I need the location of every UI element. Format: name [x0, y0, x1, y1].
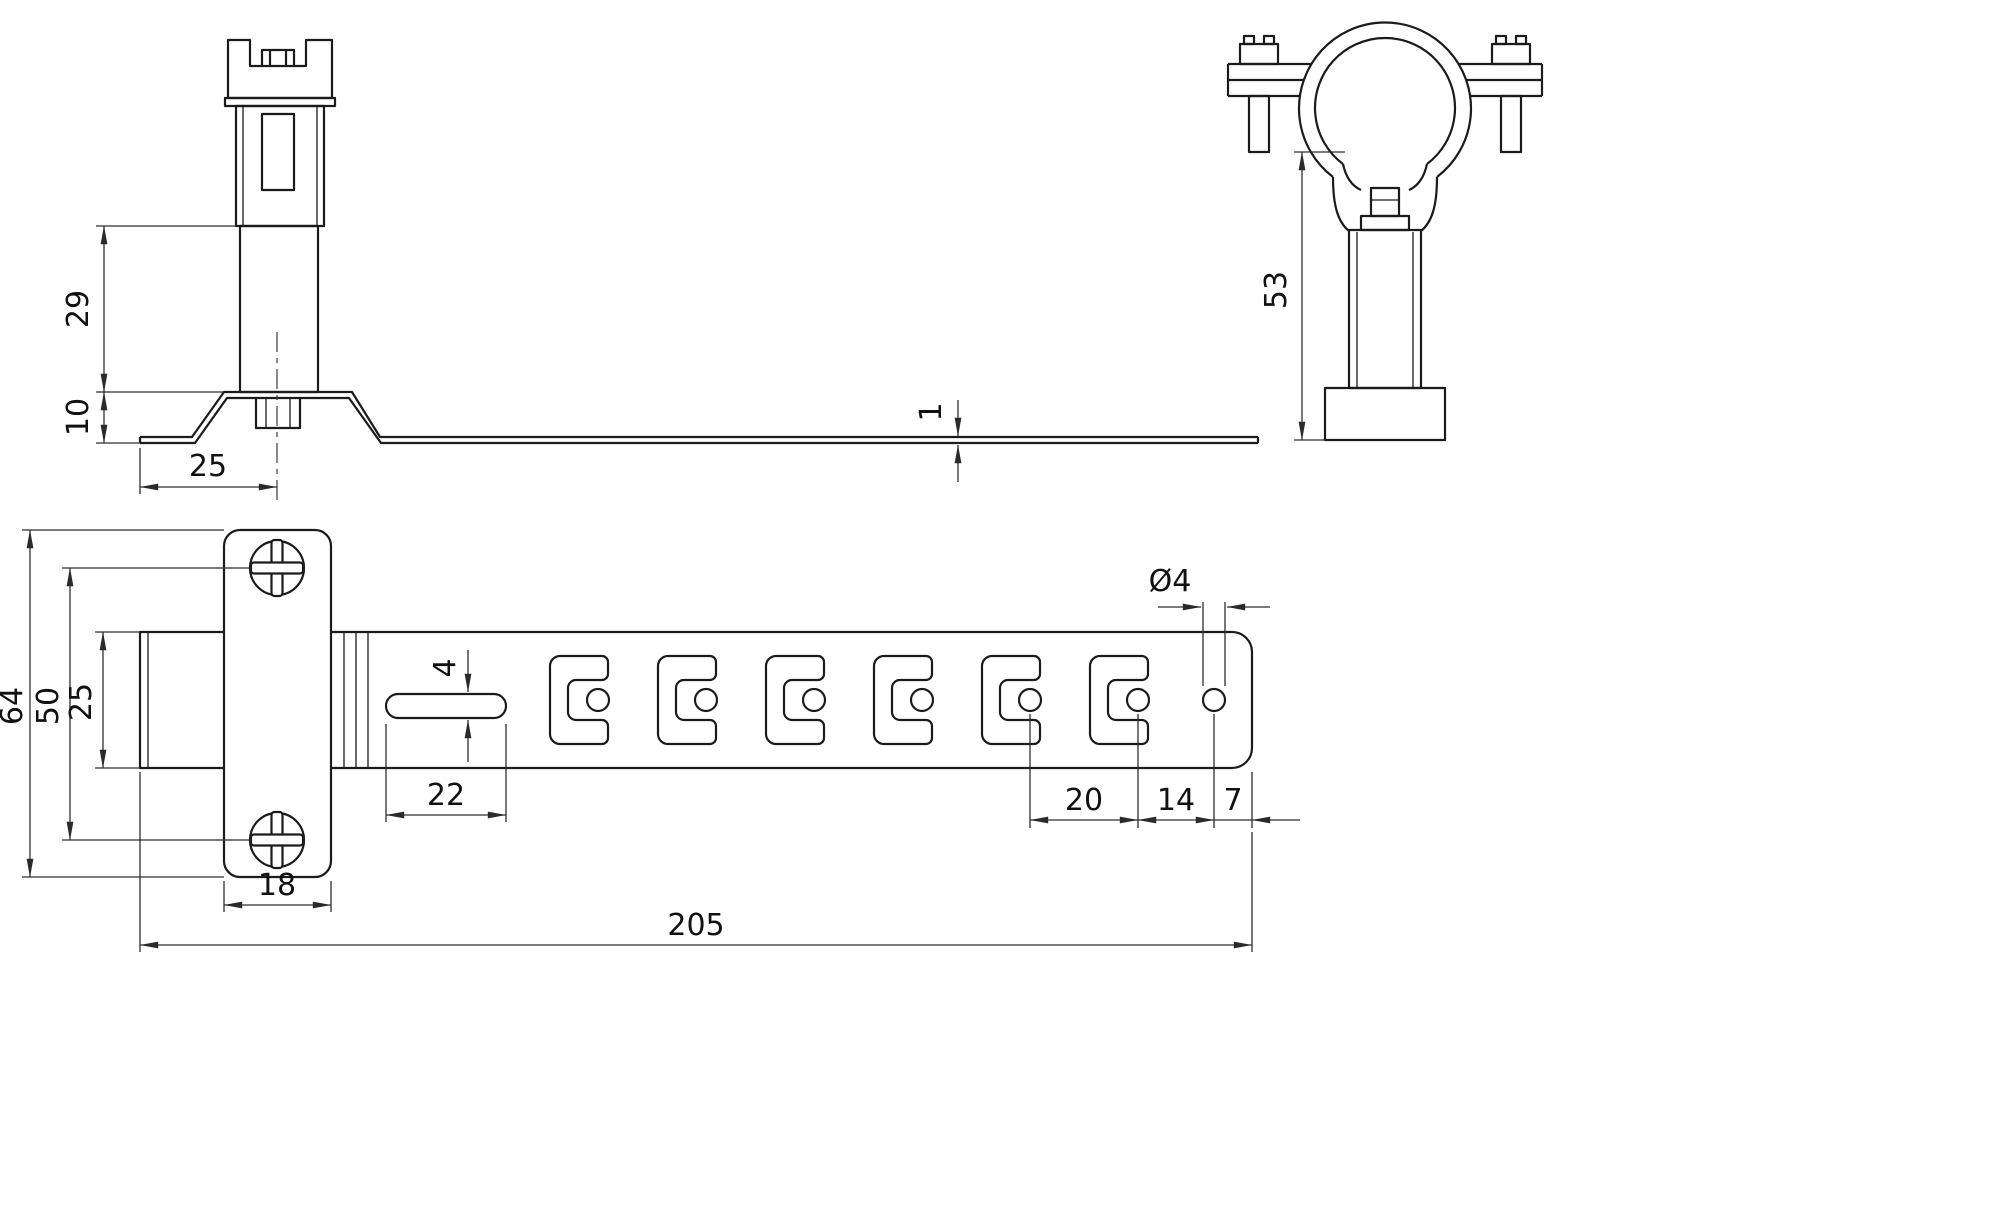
flange-right [1459, 62, 1544, 98]
dim-label-53: 53 [1259, 271, 1294, 309]
dim-64: 64 [0, 529, 224, 878]
side-view: 29 10 25 1 [61, 38, 1260, 500]
holder-shaft [238, 224, 320, 394]
extension-lines [1029, 714, 1139, 828]
dim-205: 205 [139, 772, 1253, 952]
dim-label-64: 64 [0, 687, 30, 725]
pipe-clamp-inner-arc [1313, 36, 1457, 165]
dim-18: 18 [223, 868, 332, 912]
bolt-shaft [1499, 94, 1523, 154]
dim-label-dia4: Ø4 [1149, 564, 1192, 599]
cutout-hole [909, 687, 935, 713]
cutout-hole [1125, 687, 1151, 713]
dim-20: 20 [1029, 714, 1139, 828]
end-hole [1201, 687, 1227, 713]
strip-outline [138, 630, 1254, 770]
cutout-hole [801, 687, 827, 713]
extension-lines [22, 529, 224, 878]
base-plate-top-surface [140, 390, 1258, 439]
dim-label-4: 4 [428, 658, 463, 677]
bolt-tooth [1514, 34, 1528, 46]
dim-53: 53 [1259, 151, 1345, 441]
extension-lines [385, 724, 507, 822]
dim-thickness-1: 1 [914, 400, 962, 482]
dim-4-slot: 4 [428, 650, 472, 762]
bolt-head [1490, 42, 1532, 66]
dim-14: 14 [1137, 714, 1215, 828]
slot [384, 692, 508, 720]
extension-lines [95, 631, 140, 769]
bolt-head [1238, 42, 1280, 66]
top-view: 64 50 25 18 4 22 [0, 528, 1300, 952]
dim-7: 7 [1214, 772, 1300, 828]
dim-label-14: 14 [1157, 783, 1195, 818]
cutout-stamp [1088, 654, 1150, 746]
bolt-left [1238, 34, 1280, 154]
cutout-hole [1017, 687, 1043, 713]
bolt-tooth [1262, 34, 1276, 46]
shaft-edge-lines [1356, 232, 1414, 388]
extension-lines [139, 772, 1253, 952]
base-plate-bottom-surface [138, 396, 1260, 445]
neck-bolt [1369, 186, 1401, 218]
screw-bottom [248, 810, 306, 870]
extension-lines [1202, 602, 1226, 686]
cutout-stamp [764, 654, 826, 746]
screw-slot-horizontal [249, 561, 305, 575]
bolt-shaft [1247, 94, 1271, 154]
dim-label-25: 25 [64, 683, 99, 721]
holder-shaft-front [1347, 228, 1423, 390]
cutout-stamp [872, 654, 934, 746]
dim-label-205: 205 [667, 908, 724, 943]
pipe-clamp-outer-arc [1297, 21, 1473, 178]
front-view: 53 [1226, 21, 1544, 442]
bolt-tooth [1494, 34, 1508, 46]
dim-10: 10 [61, 391, 140, 444]
dim-29: 29 [61, 225, 236, 393]
dim-label-25: 25 [189, 449, 227, 484]
dim-label-18: 18 [258, 868, 296, 903]
clamp-body-edge-lines [242, 106, 318, 226]
dim-label-50: 50 [31, 687, 66, 725]
cutout-hole [693, 687, 719, 713]
clamp-top-view [222, 528, 333, 879]
neck-lines [1331, 163, 1439, 232]
dim-label-22: 22 [427, 778, 465, 813]
bolt-right [1490, 34, 1532, 154]
clamp-washer [223, 96, 337, 108]
dim-label-10: 10 [61, 398, 96, 436]
clamp-slot [260, 112, 296, 192]
cutout-stamp [548, 654, 610, 746]
extension-lines [62, 567, 252, 841]
cutout-stamp [656, 654, 718, 746]
base-block [1323, 386, 1447, 442]
base-nut [254, 396, 302, 430]
bend-lines [343, 632, 369, 768]
dim-label-7: 7 [1223, 783, 1242, 818]
clamp-head-screw [260, 48, 296, 66]
clamp-head-outline [226, 38, 334, 100]
screw-top [248, 538, 306, 598]
dim-label-1: 1 [914, 402, 949, 421]
dim-50: 50 [31, 567, 252, 841]
cutout-hole [585, 687, 611, 713]
base-nut-lines [265, 398, 291, 428]
cutout-stamp [980, 654, 1042, 746]
neck-washer [1359, 214, 1411, 232]
dim-25-side: 25 [139, 448, 278, 494]
dim-label-20: 20 [1065, 783, 1103, 818]
dim-hole-diameter: Ø4 [1149, 564, 1270, 686]
dim-label-29: 29 [61, 290, 96, 328]
flange-left [1226, 62, 1311, 98]
dim-25-top-view: 25 [64, 631, 140, 769]
screw-slot-horizontal [249, 833, 305, 847]
dim-22: 22 [385, 724, 507, 822]
extension-lines [96, 225, 236, 393]
clamp-body [234, 104, 326, 228]
bolt-tooth [1242, 34, 1256, 46]
